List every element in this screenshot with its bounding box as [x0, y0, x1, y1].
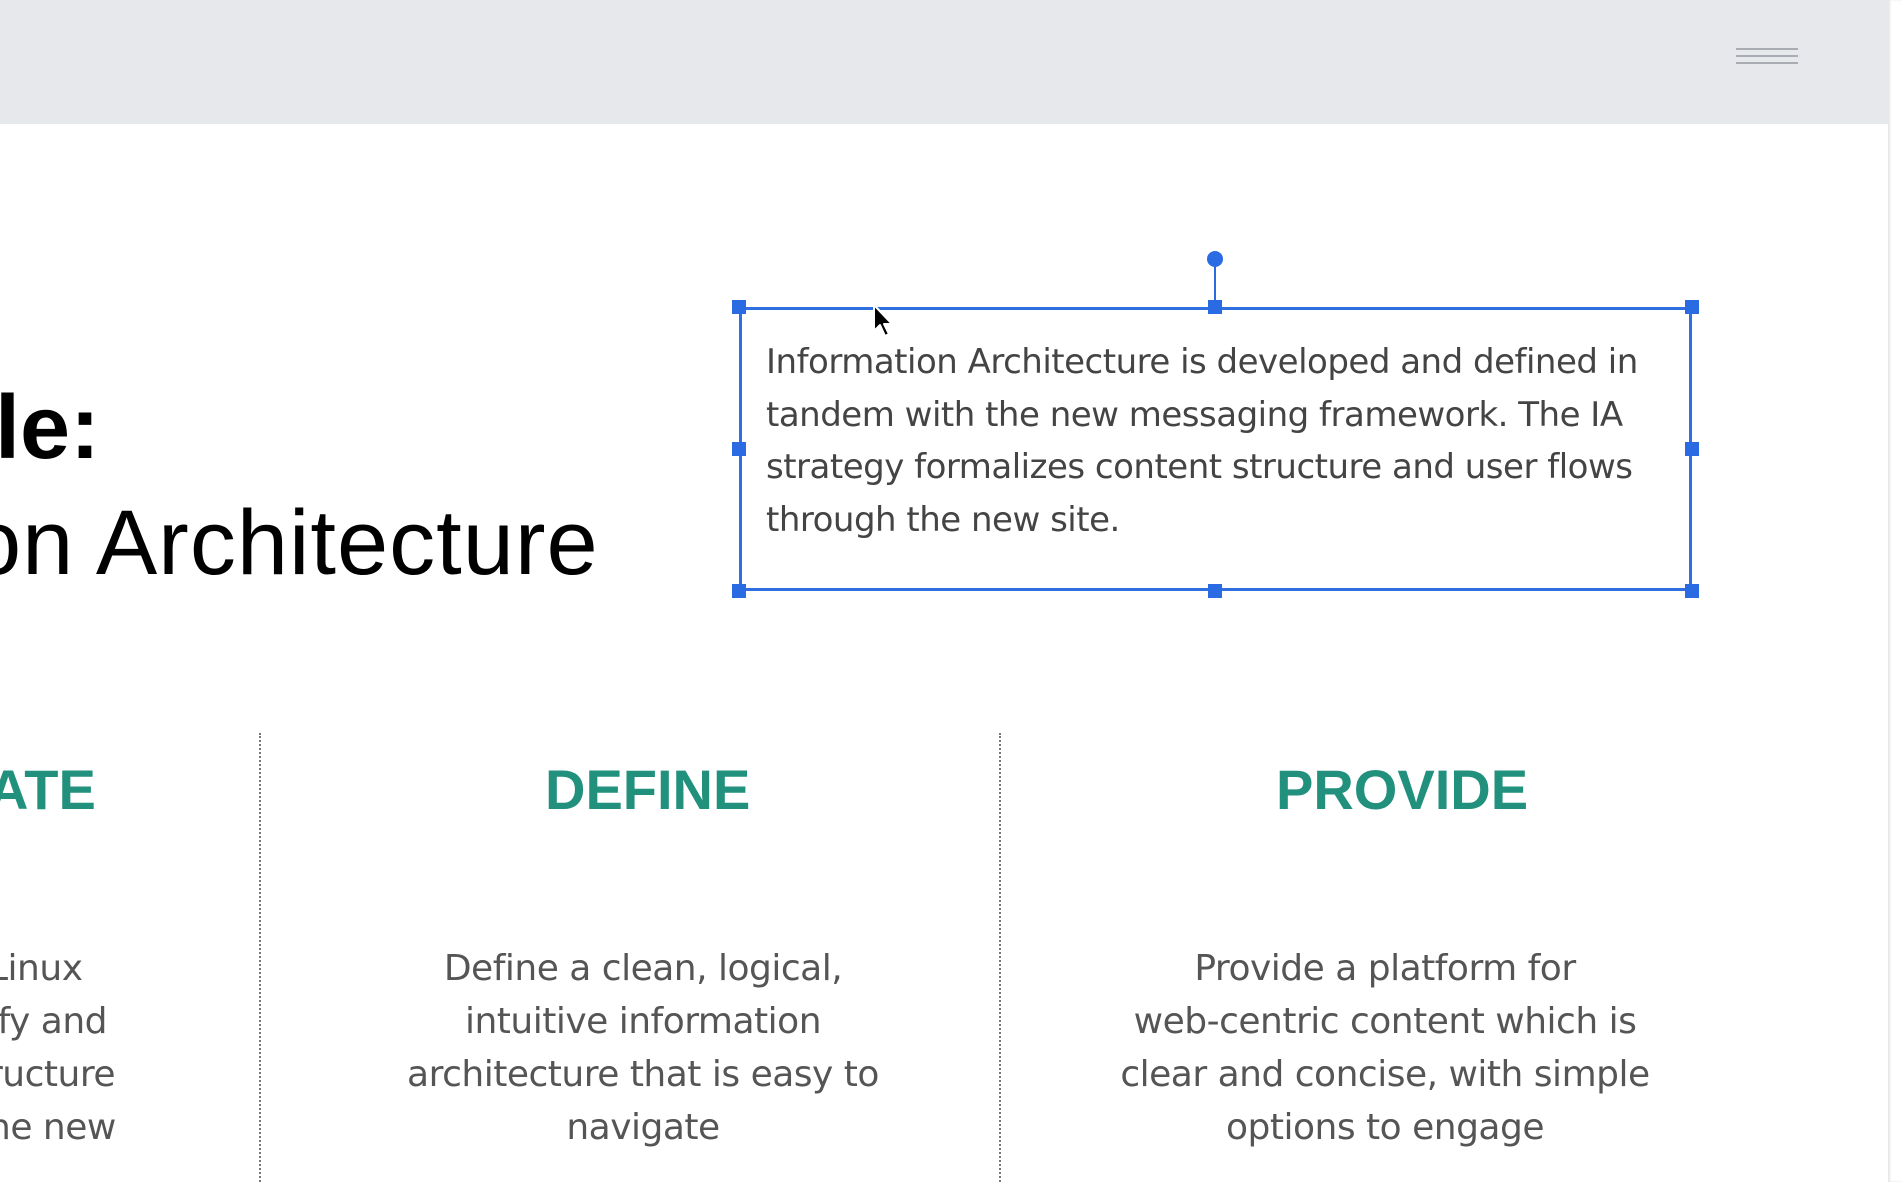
canvas-edge [1888, 0, 1902, 1182]
column-divider [999, 733, 1001, 1182]
resize-handle-left[interactable] [732, 442, 746, 456]
column-text-define: Define a clean, logical, intuitive infor… [393, 942, 893, 1154]
column-line: he new [0, 1107, 116, 1148]
slide-title-line1: ple: [0, 378, 101, 478]
top-toolbar [0, 0, 1888, 124]
slide-title-line2: on Architecture [0, 492, 599, 594]
resize-handle-top[interactable] [1208, 300, 1222, 314]
column-line: clear and concise, with simple [1120, 1054, 1650, 1095]
selected-text-box[interactable]: Information Architecture is developed an… [739, 307, 1692, 591]
column-line: web-centric content which is [1133, 1001, 1637, 1042]
column-line: intuitive information [464, 1001, 822, 1042]
resize-handle-right[interactable] [1685, 442, 1699, 456]
column-title-define: DEFINE [545, 758, 751, 821]
resize-handle-top-left[interactable] [732, 300, 746, 314]
column-line: Linux [0, 948, 83, 989]
rotate-handle[interactable] [1207, 251, 1223, 267]
column-line: navigate [566, 1107, 720, 1148]
column-line: Define a clean, logical, [443, 948, 843, 989]
column-divider [259, 733, 261, 1182]
hamburger-menu-icon[interactable] [1736, 48, 1798, 70]
mouse-pointer-icon [873, 304, 893, 337]
resize-handle-top-right[interactable] [1685, 300, 1699, 314]
resize-handle-bottom-left[interactable] [732, 584, 746, 598]
resize-handle-bottom[interactable] [1208, 584, 1222, 598]
column-line: ructure [0, 1054, 116, 1095]
rotation-stem [1214, 258, 1216, 306]
resize-handle-bottom-right[interactable] [1685, 584, 1699, 598]
text-box-content[interactable]: Information Architecture is developed an… [766, 342, 1638, 540]
column-text-provide: Provide a platform for web-centric conte… [1105, 942, 1665, 1154]
column-text-left: Linux ify and ructure he new [0, 942, 148, 1154]
column-title-left: ATE [0, 758, 96, 821]
column-title-provide: PROVIDE [1276, 758, 1529, 821]
column-line: Provide a platform for [1194, 948, 1576, 989]
column-line: options to engage [1226, 1107, 1545, 1148]
column-line: ify and [0, 1001, 108, 1042]
column-line: architecture that is easy to [407, 1054, 879, 1095]
